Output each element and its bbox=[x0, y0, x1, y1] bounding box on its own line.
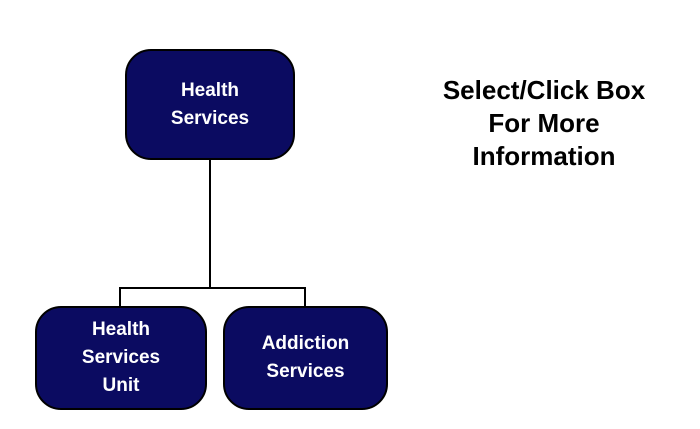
node-addiction-services-label: Addiction Services bbox=[261, 333, 350, 382]
connector-horizontal bbox=[119, 287, 306, 289]
node-health-services-box[interactable]: Health Services bbox=[125, 49, 295, 160]
instruction-note: Select/Click Box For More Information bbox=[442, 75, 646, 171]
connector-vertical-left bbox=[119, 287, 121, 307]
node-health-services-unit-label: Health Services Unit bbox=[81, 319, 161, 396]
node-health-services-unit-box[interactable]: Health Services Unit bbox=[35, 306, 207, 410]
connector-vertical-right bbox=[304, 287, 306, 307]
node-addiction-services-box[interactable]: Addiction Services bbox=[223, 306, 388, 410]
connector-vertical-main bbox=[209, 160, 211, 288]
node-health-services-label: Health Services bbox=[170, 79, 250, 129]
